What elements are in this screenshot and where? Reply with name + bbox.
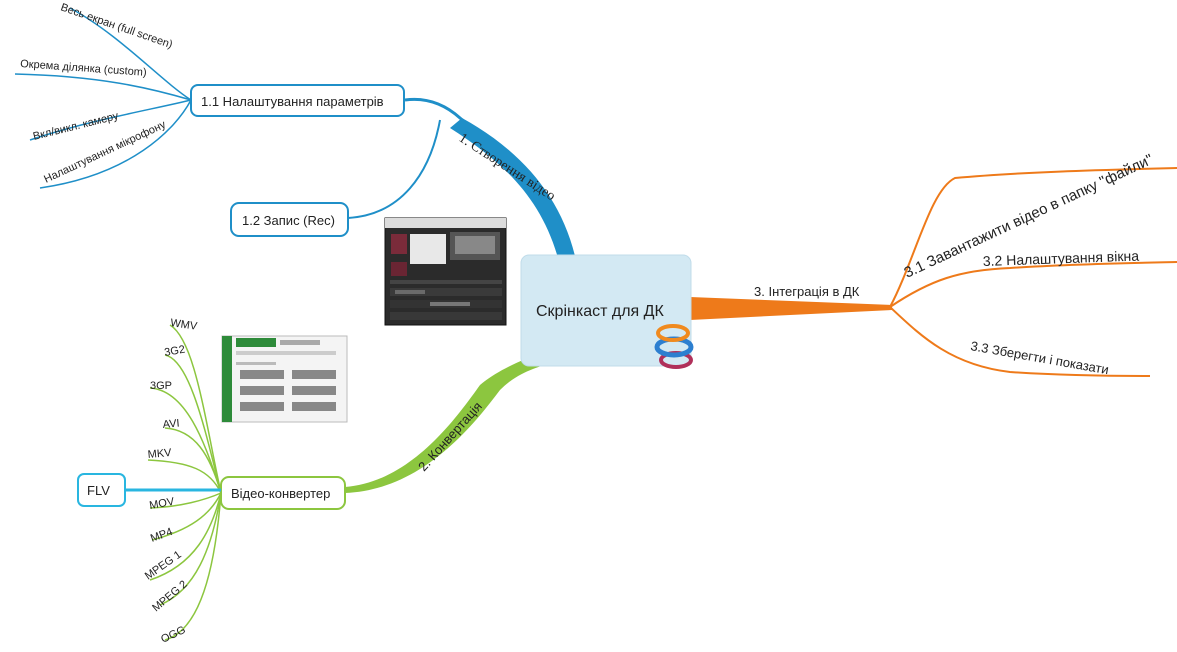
branch-2-label: 2. Конвертація bbox=[415, 399, 485, 474]
format-ogg: OGG bbox=[159, 624, 187, 646]
node-rec-label: 1.2 Запис (Rec) bbox=[242, 213, 335, 228]
branch-1-thick bbox=[450, 118, 575, 258]
branch-1-to-rec bbox=[347, 119, 441, 219]
leaf-custom: Окрема ділянка (custom) bbox=[20, 58, 147, 79]
node-flv[interactable] bbox=[77, 473, 126, 507]
leaf-window-settings: 3.2 Налаштування вікна bbox=[983, 248, 1140, 269]
branch-3-thick bbox=[690, 297, 892, 320]
central-node-label: Скрінкаст для ДК bbox=[536, 303, 664, 320]
format-mpeg2: MPEG 2 bbox=[150, 578, 190, 614]
leaf-connector-3 bbox=[29, 99, 192, 141]
leaf-save-show: 3.3 Зберегти і показати bbox=[969, 338, 1110, 377]
leaf-camera: Вкл/викл. камеру bbox=[32, 110, 120, 143]
video-editor-thumbnail bbox=[384, 217, 507, 326]
branch-2-thick bbox=[345, 352, 550, 493]
format-wmv: WMV bbox=[170, 317, 199, 333]
branch-3-label: 3. Інтеграція в ДК bbox=[754, 284, 860, 299]
branch-1-label: 1. Створення відео bbox=[456, 131, 558, 204]
format-connectors bbox=[147, 324, 222, 641]
node-settings-label: 1.1 Налаштування параметрів bbox=[201, 94, 384, 109]
format-flv: FLV bbox=[87, 483, 110, 498]
format-3gp: 3GP bbox=[150, 380, 172, 392]
leaf-connector-4 bbox=[39, 99, 192, 189]
leaf-connector-1 bbox=[69, 7, 192, 101]
leaf-fullscreen: Весь екран (full screen) bbox=[59, 1, 174, 51]
format-avi: AVI bbox=[162, 418, 180, 431]
node-rec[interactable] bbox=[230, 202, 349, 237]
logo-icon bbox=[654, 324, 694, 369]
format-3g2: 3G2 bbox=[163, 344, 186, 359]
branch-3-connectors bbox=[889, 167, 1177, 377]
format-mp4: MP4 bbox=[149, 526, 174, 545]
format-mov: MOV bbox=[148, 496, 175, 512]
central-node[interactable] bbox=[520, 254, 692, 367]
converter-site-thumbnail bbox=[221, 335, 348, 423]
node-converter-label: Відео-конвертер bbox=[231, 486, 330, 501]
format-mkv: MKV bbox=[147, 447, 172, 461]
leaf-connector-2 bbox=[14, 73, 192, 101]
